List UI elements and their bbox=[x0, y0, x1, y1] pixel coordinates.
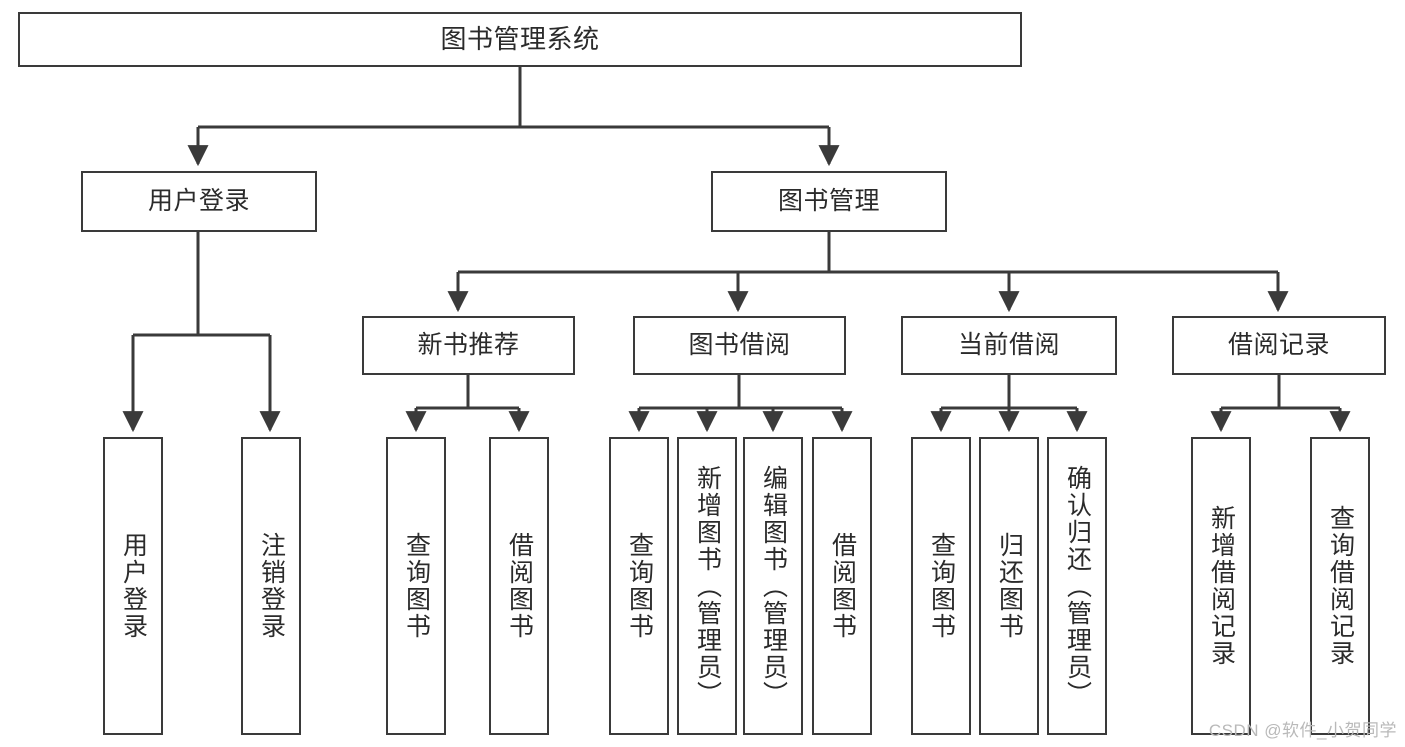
leaf-borrow-borrow-book[interactable]: 借阅图书 bbox=[812, 437, 872, 735]
leaf-user-login-logout-label: 注销登录 bbox=[257, 532, 286, 640]
leaf-current-return-book-label: 归还图书 bbox=[995, 532, 1024, 640]
leaf-borrow-edit-book-label: 编辑图书（管理员） bbox=[759, 464, 788, 708]
leaf-current-return-book[interactable]: 归还图书 bbox=[979, 437, 1039, 735]
leaf-new-book-borrow-label: 借阅图书 bbox=[505, 532, 534, 640]
node-book-management[interactable]: 图书管理 bbox=[711, 171, 947, 232]
leaf-record-query[interactable]: 查询借阅记录 bbox=[1310, 437, 1370, 735]
leaf-user-login-logout[interactable]: 注销登录 bbox=[241, 437, 301, 735]
leaf-borrow-borrow-book-label: 借阅图书 bbox=[828, 532, 857, 640]
leaf-record-add-label: 新增借阅记录 bbox=[1207, 505, 1236, 667]
leaf-current-query-book[interactable]: 查询图书 bbox=[911, 437, 971, 735]
leaf-record-query-label: 查询借阅记录 bbox=[1326, 505, 1355, 667]
node-user-login[interactable]: 用户登录 bbox=[81, 171, 317, 232]
node-new-book-recommend[interactable]: 新书推荐 bbox=[362, 316, 575, 375]
node-current-borrow[interactable]: 当前借阅 bbox=[901, 316, 1117, 375]
leaf-current-confirm-return[interactable]: 确认归还（管理员） bbox=[1047, 437, 1107, 735]
leaf-borrow-add-book-label: 新增图书（管理员） bbox=[693, 464, 722, 708]
leaf-new-book-query-label: 查询图书 bbox=[402, 532, 431, 640]
node-new-book-recommend-label: 新书推荐 bbox=[417, 330, 520, 359]
leaf-new-book-borrow[interactable]: 借阅图书 bbox=[489, 437, 549, 735]
leaf-user-login-login[interactable]: 用户登录 bbox=[103, 437, 163, 735]
node-current-borrow-label: 当前借阅 bbox=[957, 330, 1060, 359]
leaf-new-book-query[interactable]: 查询图书 bbox=[386, 437, 446, 735]
leaf-borrow-query-book-label: 查询图书 bbox=[625, 532, 654, 640]
node-borrow-record-label: 借阅记录 bbox=[1227, 330, 1330, 359]
leaf-current-confirm-return-label: 确认归还（管理员） bbox=[1063, 464, 1092, 708]
node-book-borrow[interactable]: 图书借阅 bbox=[633, 316, 846, 375]
node-user-login-label: 用户登录 bbox=[147, 186, 250, 215]
leaf-user-login-login-label: 用户登录 bbox=[119, 532, 148, 640]
node-borrow-record[interactable]: 借阅记录 bbox=[1172, 316, 1386, 375]
leaf-record-add[interactable]: 新增借阅记录 bbox=[1191, 437, 1251, 735]
leaf-current-query-book-label: 查询图书 bbox=[927, 532, 956, 640]
node-book-borrow-label: 图书借阅 bbox=[688, 330, 791, 359]
node-book-management-label: 图书管理 bbox=[777, 186, 880, 215]
leaf-borrow-add-book[interactable]: 新增图书（管理员） bbox=[677, 437, 737, 735]
node-root-label: 图书管理系统 bbox=[440, 24, 600, 55]
node-root[interactable]: 图书管理系统 bbox=[18, 12, 1022, 67]
leaf-borrow-edit-book[interactable]: 编辑图书（管理员） bbox=[743, 437, 803, 735]
leaf-borrow-query-book[interactable]: 查询图书 bbox=[609, 437, 669, 735]
